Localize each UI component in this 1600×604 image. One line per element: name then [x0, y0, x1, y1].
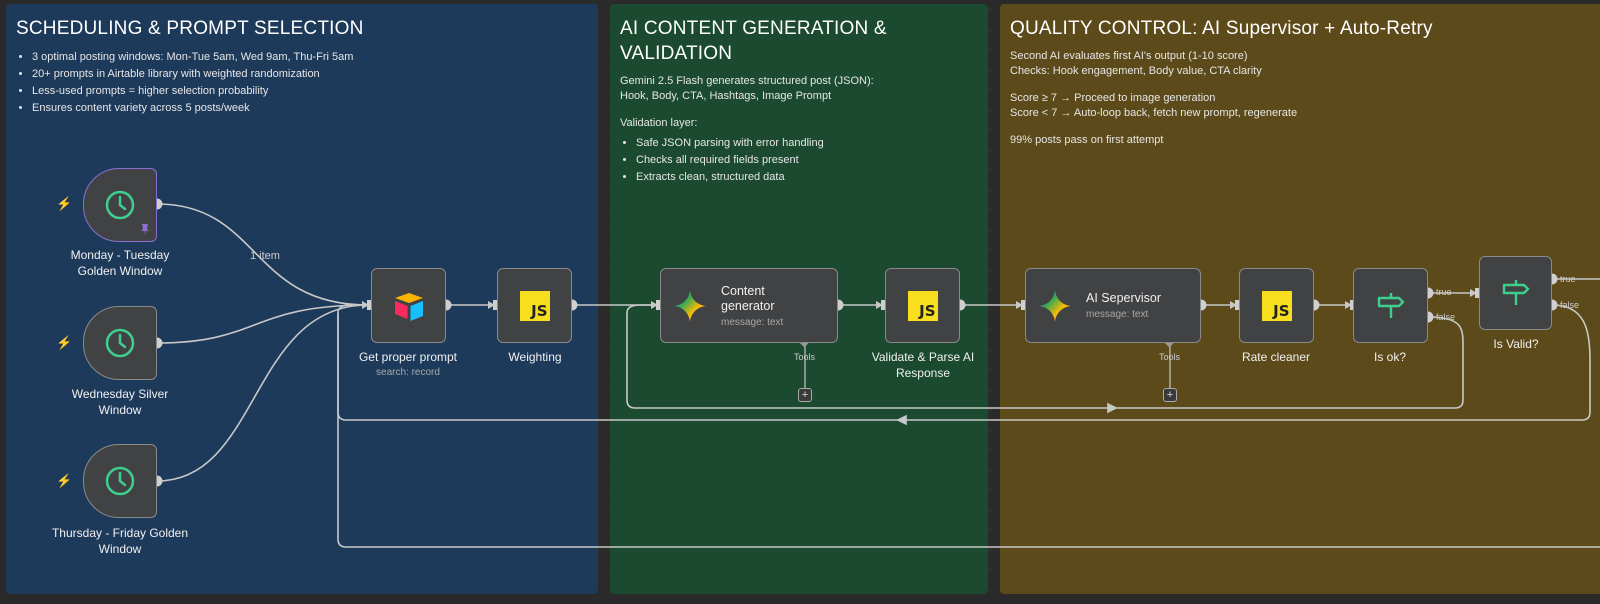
weighting-node[interactable]: JS	[497, 268, 572, 343]
trigger-bolt-icon: ⚡	[56, 196, 73, 211]
javascript-icon: JS	[907, 290, 938, 321]
bullet: Ensures content variety across 5 posts/w…	[32, 100, 588, 117]
connection	[156, 304, 369, 344]
node-subtitle: message: text	[1086, 309, 1149, 320]
pin-icon	[141, 224, 149, 236]
node-subtitle: search: record	[376, 367, 440, 378]
bullet: 20+ prompts in Airtable library with wei…	[32, 66, 588, 83]
node-label: Rate cleaner	[1241, 350, 1311, 364]
gemini-icon	[1039, 289, 1071, 322]
node-label: Thursday - Friday Golden Window	[51, 526, 189, 556]
ai-supervisor-node[interactable]: AI Sepervisor message: text	[1025, 268, 1201, 343]
true-output-label: true	[1436, 287, 1452, 297]
is-ok-node[interactable]	[1353, 268, 1428, 343]
bullet: Less-used prompts = higher selection pro…	[32, 83, 588, 100]
connection	[337, 313, 1600, 548]
clock-icon	[105, 466, 135, 496]
trigger-node-monday[interactable]	[83, 168, 157, 242]
javascript-icon: JS	[1261, 290, 1292, 321]
item-count-label: 1 item	[250, 250, 280, 262]
sticky-line: 99% posts pass on first attempt	[1010, 134, 1164, 146]
validation-title: Validation layer:	[620, 117, 698, 129]
sticky-line: Second AI evaluates first AI's output (1…	[1010, 50, 1262, 77]
trigger-node-wednesday[interactable]	[83, 306, 157, 380]
signpost-icon	[1377, 292, 1404, 319]
true-output-label: true	[1560, 274, 1576, 284]
add-tool-button[interactable]: +	[798, 388, 812, 402]
sticky-title: QUALITY CONTROL: AI Supervisor + Auto-Re…	[1010, 18, 1433, 39]
sticky-title: SCHEDULING & PROMPT SELECTION	[16, 18, 364, 39]
sticky-line: Score ≥ 7 → Proceed to image generation …	[1010, 92, 1298, 119]
sticky-bullets: 3 optimal posting windows: Mon-Tue 5am, …	[16, 49, 588, 117]
signpost-icon	[1502, 280, 1529, 305]
bullet: Safe JSON parsing with error handling	[636, 135, 978, 152]
bullet: Checks all required fields present	[636, 152, 978, 169]
false-output-label: false	[1560, 300, 1580, 310]
connection	[337, 304, 1591, 421]
node-title: AI Sepervisor	[1086, 291, 1162, 305]
node-subtitle: message: text	[721, 316, 784, 328]
node-label: Is ok?	[1373, 350, 1406, 364]
tools-label: Tools	[794, 352, 816, 362]
clock-icon	[105, 190, 135, 220]
airtable-icon	[394, 292, 423, 321]
airtable-node[interactable]	[371, 268, 446, 343]
clock-icon	[105, 328, 135, 358]
sticky-bullets: Safe JSON parsing with error handling Ch…	[620, 135, 978, 186]
node-label: Get proper prompt	[358, 350, 458, 364]
content-generator-node[interactable]: Content generator message: text	[660, 268, 838, 343]
sticky-title: AI CONTENT GENERATION & VALIDATION	[620, 18, 887, 64]
connection	[156, 304, 369, 482]
tools-label: Tools	[1159, 352, 1181, 362]
sticky-intro: Gemini 2.5 Flash generates structured po…	[620, 75, 874, 102]
gemini-icon	[674, 289, 706, 322]
trigger-bolt-icon: ⚡	[56, 473, 73, 488]
bullet: 3 optimal posting windows: Mon-Tue 5am, …	[32, 49, 588, 66]
node-label: Wednesday Silver Window	[71, 387, 169, 417]
node-label: Is Valid?	[1493, 337, 1539, 351]
node-label: Validate & Parse AI Response	[871, 350, 975, 380]
bullet: Extracts clean, structured data	[636, 169, 978, 186]
trigger-node-thursday[interactable]	[83, 444, 157, 518]
false-output-label: false	[1436, 312, 1456, 322]
connection	[156, 203, 369, 309]
rate-cleaner-node[interactable]: JS	[1239, 268, 1314, 343]
javascript-icon: JS	[519, 290, 550, 321]
validate-node[interactable]: JS	[885, 268, 960, 343]
node-title: Content generator	[721, 283, 775, 313]
add-tool-button[interactable]: +	[1163, 388, 1177, 402]
node-label: Weighting	[508, 350, 562, 364]
is-valid-node[interactable]	[1479, 256, 1552, 330]
trigger-bolt-icon: ⚡	[56, 335, 73, 350]
node-label: Monday - Tuesday Golden Window	[70, 248, 170, 278]
connection	[626, 304, 1464, 409]
